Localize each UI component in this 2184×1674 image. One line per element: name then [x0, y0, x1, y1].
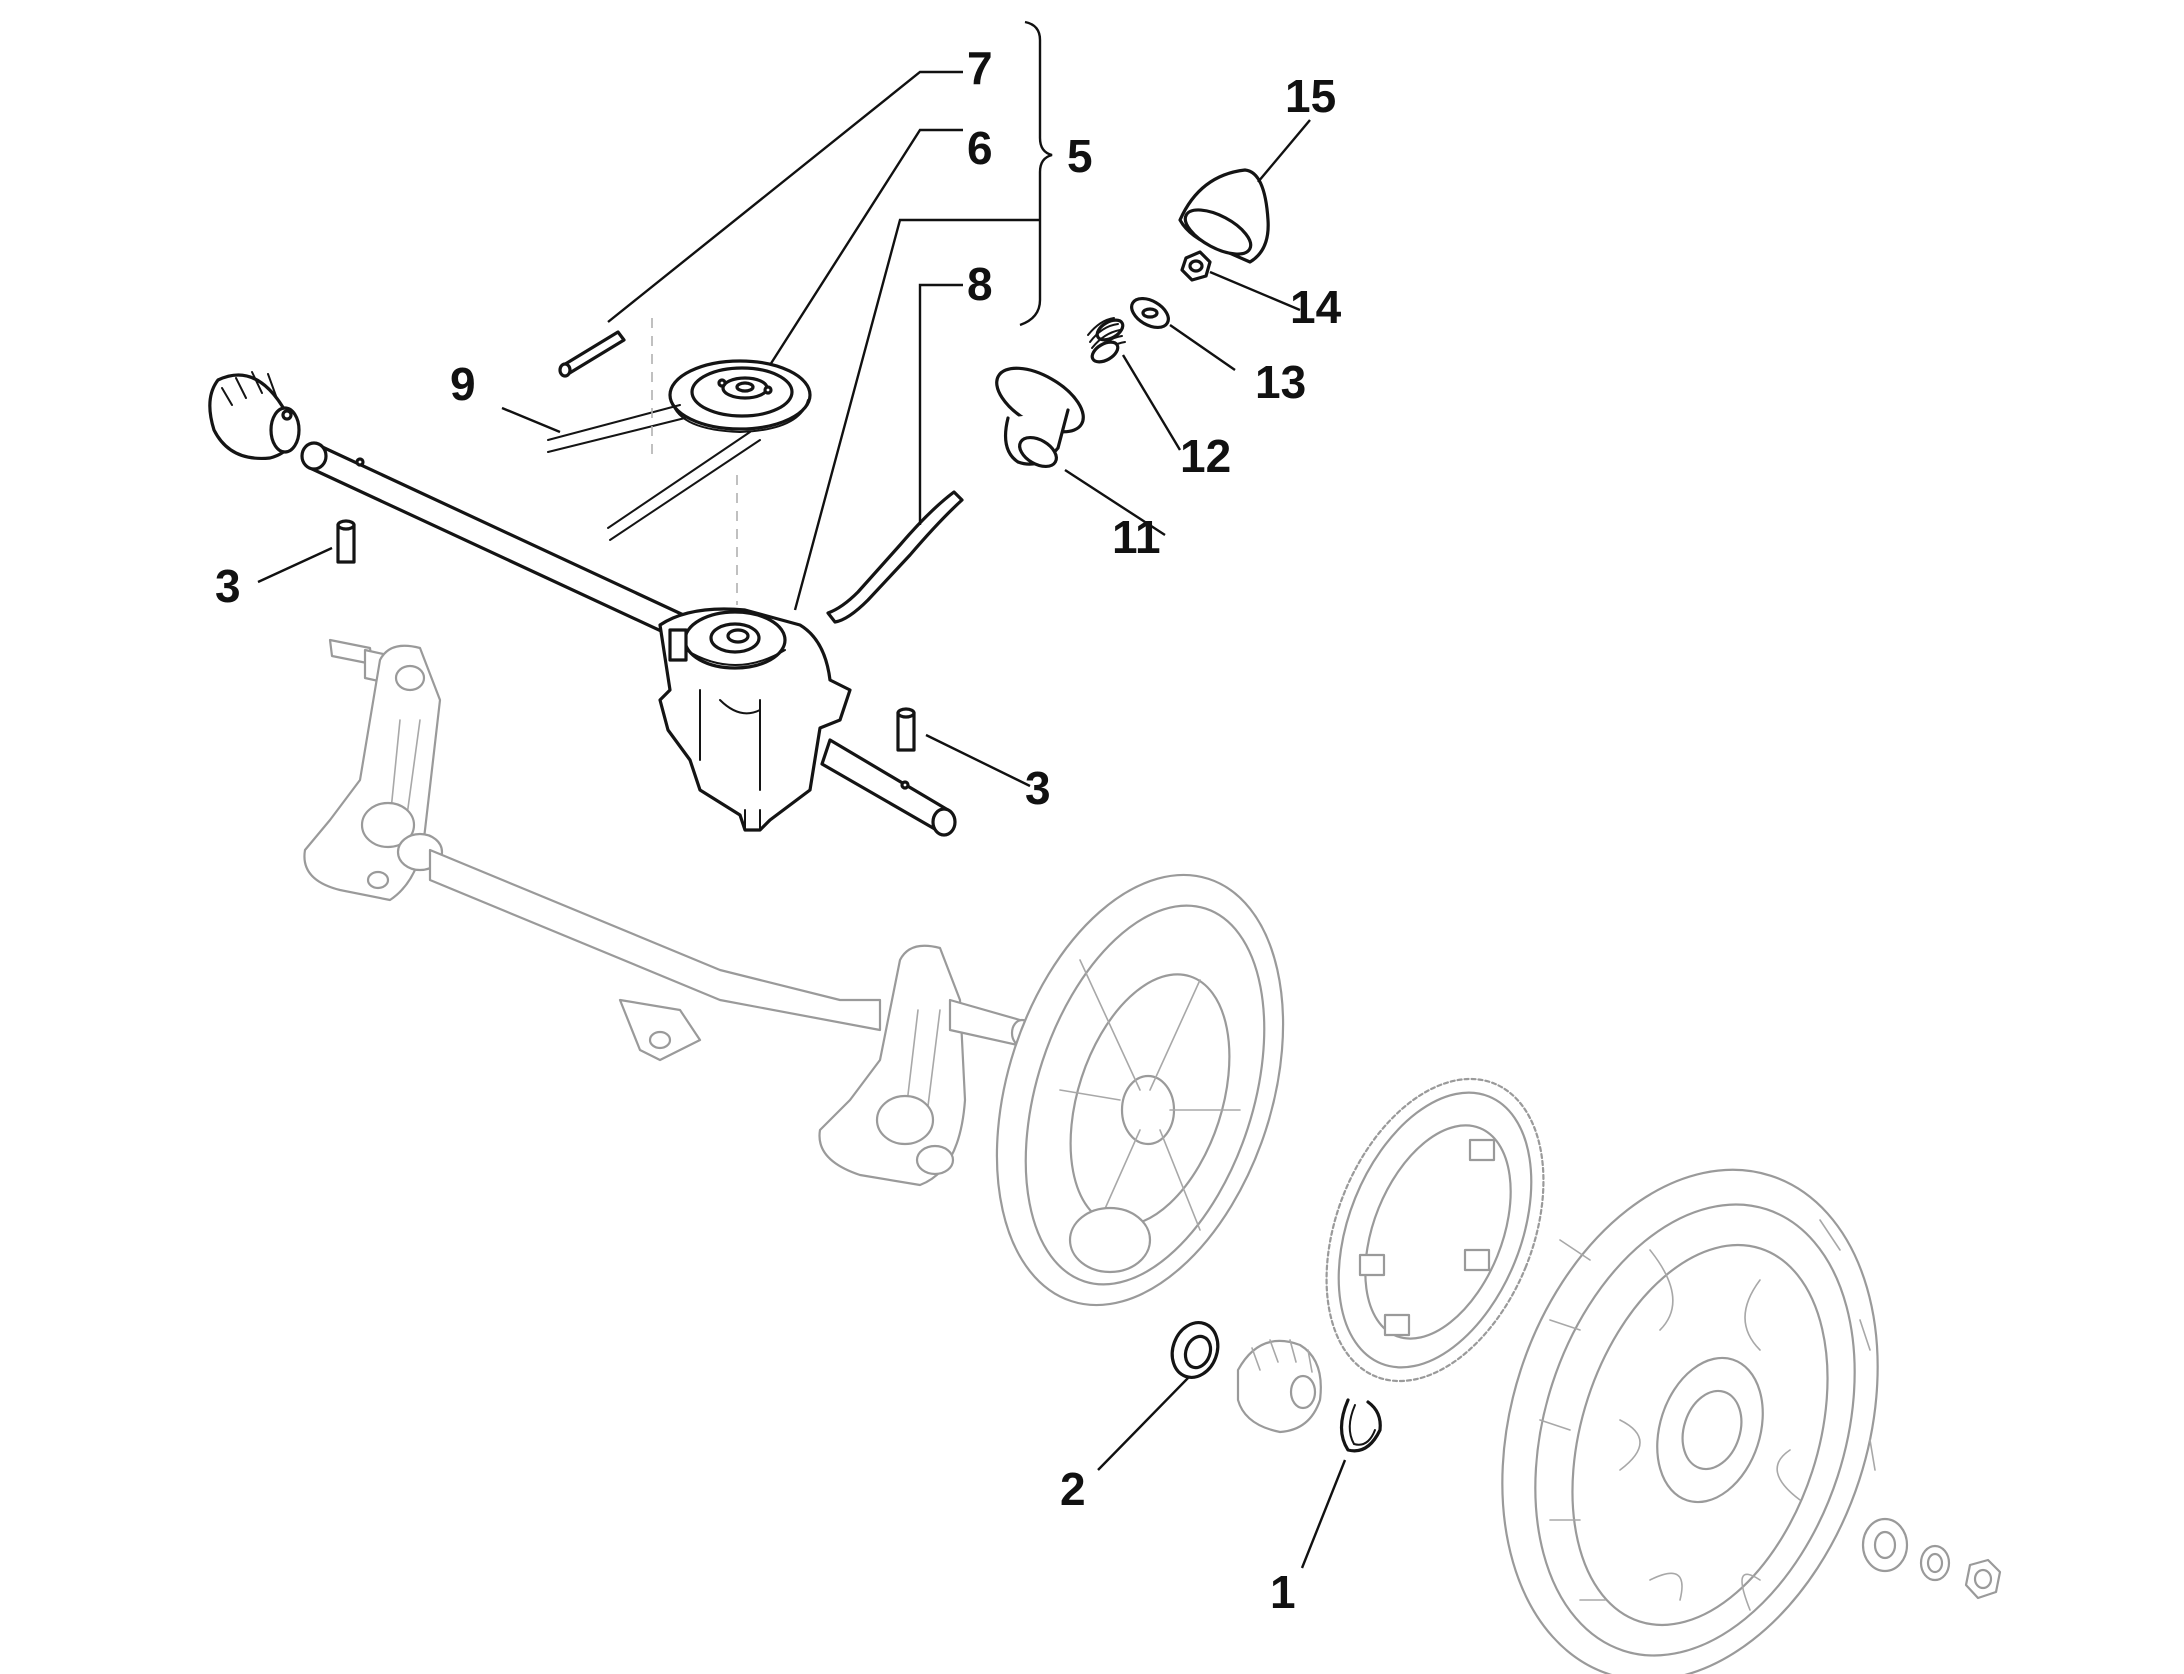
control-rod [826, 490, 964, 624]
callout-6: 6 [967, 122, 993, 174]
assembly-centerlines [651, 318, 738, 605]
drive-belt [547, 404, 761, 541]
callout-3-lower: 3 [1025, 762, 1051, 814]
ball-bearing [1170, 1321, 1220, 1379]
callout-9: 9 [450, 358, 476, 410]
callout-7: 7 [967, 42, 993, 94]
roll-pin-upper [336, 519, 356, 564]
pulley-key-pin [558, 330, 626, 378]
hex-nut [1180, 250, 1212, 282]
callout-15: 15 [1285, 70, 1336, 122]
drive-shaft [300, 441, 957, 837]
callout-5: 5 [1067, 130, 1093, 182]
callout-11: 11 [1112, 511, 1161, 563]
callout-1: 1 [1270, 1566, 1296, 1618]
retaining-clip [1339, 1398, 1382, 1453]
wheel-inner-cover [995, 873, 1285, 1307]
drive-pinion-upper [208, 371, 301, 461]
drive-pulley [668, 359, 812, 434]
knob-cap [1178, 168, 1270, 264]
flat-washer [1130, 296, 1170, 330]
callout-14: 14 [1290, 281, 1342, 333]
hub-hardware [1861, 1517, 2002, 1600]
leader-lines [257, 70, 1347, 1569]
compression-spring [1087, 317, 1126, 364]
callout-2: 2 [1060, 1463, 1086, 1515]
callout-3-upper: 3 [215, 560, 241, 612]
callout-13: 13 [1255, 356, 1306, 408]
lift-axle-assembly [303, 638, 1034, 1187]
callout-12: 12 [1180, 430, 1231, 482]
bushing [995, 366, 1085, 469]
gearbox-housing [658, 607, 852, 832]
callout-8: 8 [967, 258, 993, 310]
ring-gear [1325, 1077, 1545, 1383]
group-bracket-5 [1019, 20, 1053, 327]
roll-pin-lower [896, 707, 916, 752]
wheel-tire [1501, 1168, 1879, 1674]
drive-pinion-lower [1236, 1339, 1322, 1434]
